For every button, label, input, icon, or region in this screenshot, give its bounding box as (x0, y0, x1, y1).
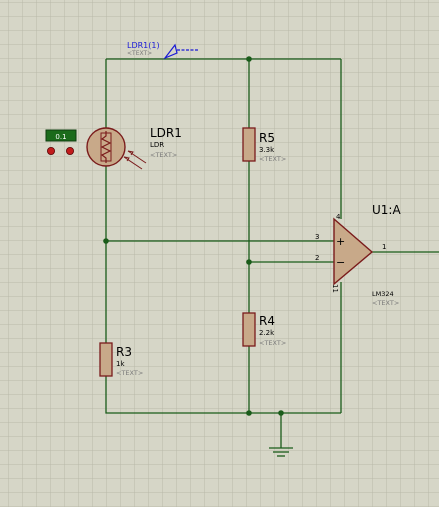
junctions (103, 56, 284, 416)
probe-icon (163, 43, 198, 60)
terminal-ldr1[interactable]: LDR1(1) <TEXT> (127, 41, 198, 60)
indicator-button-right[interactable] (66, 146, 75, 155)
r4-value: 2.2k (259, 329, 275, 337)
ldr-ref: LDR1 (150, 126, 182, 140)
indicator-button-left[interactable] (47, 146, 56, 155)
r5-value: 3.3k (259, 146, 275, 154)
r3-text: <TEXT> (116, 369, 143, 377)
opamp-part: LM324 (372, 290, 394, 298)
opamp-text: <TEXT> (372, 299, 399, 307)
light-arrows-icon (123, 150, 147, 170)
ldr-zigzag (100, 131, 112, 163)
r5-body (242, 127, 256, 162)
junction-dot (246, 56, 252, 62)
opamp-ref: U1:A (372, 203, 401, 217)
junction-dot (278, 410, 284, 416)
r5-component[interactable]: R5 3.3k <TEXT> (242, 127, 286, 163)
ground-icon[interactable] (269, 447, 293, 457)
ldr-text: <TEXT> (150, 151, 177, 159)
opamp-body (333, 217, 374, 286)
r3-body (99, 342, 113, 377)
r3-ref: R3 (116, 345, 132, 359)
wire-r3-bottom (105, 376, 341, 414)
opamp-pin-plus: 3 (315, 233, 319, 241)
opamp-pin-minus: 2 (315, 254, 319, 262)
opamp-u1a-component[interactable]: + − 3 2 1 4 11 U1:A LM324 <TEXT> (315, 203, 401, 307)
junction-dot (246, 410, 252, 416)
junction-dot (246, 259, 252, 265)
ldr-body (86, 127, 126, 167)
opamp-pin-gnd: 11 (331, 284, 339, 293)
terminal-text: <TEXT> (127, 50, 152, 57)
indicator-value: 0.1 (55, 133, 66, 141)
r4-component[interactable]: R4 2.2k <TEXT> (242, 312, 286, 347)
ldr1-component[interactable]: LDR1 LDR <TEXT> (86, 126, 182, 170)
opamp-pin-out: 1 (382, 243, 386, 251)
r5-ref: R5 (259, 131, 275, 145)
r3-value: 1k (116, 360, 125, 368)
r5-text: <TEXT> (259, 155, 286, 163)
indicator-box (45, 129, 77, 142)
opamp-pin-vcc: 4 (336, 213, 341, 221)
junction-dot (103, 238, 109, 244)
wires (105, 58, 439, 448)
ldr-indicator[interactable]: 0.1 (45, 129, 77, 155)
r4-text: <TEXT> (259, 339, 286, 347)
opamp-plus-sign: + (336, 235, 345, 248)
r4-ref: R4 (259, 314, 275, 328)
r4-body (242, 312, 256, 347)
terminal-label: LDR1(1) (127, 41, 160, 50)
opamp-minus-sign: − (336, 256, 345, 269)
r3-component[interactable]: R3 1k <TEXT> (99, 342, 143, 377)
ldr-type: LDR (150, 141, 164, 149)
